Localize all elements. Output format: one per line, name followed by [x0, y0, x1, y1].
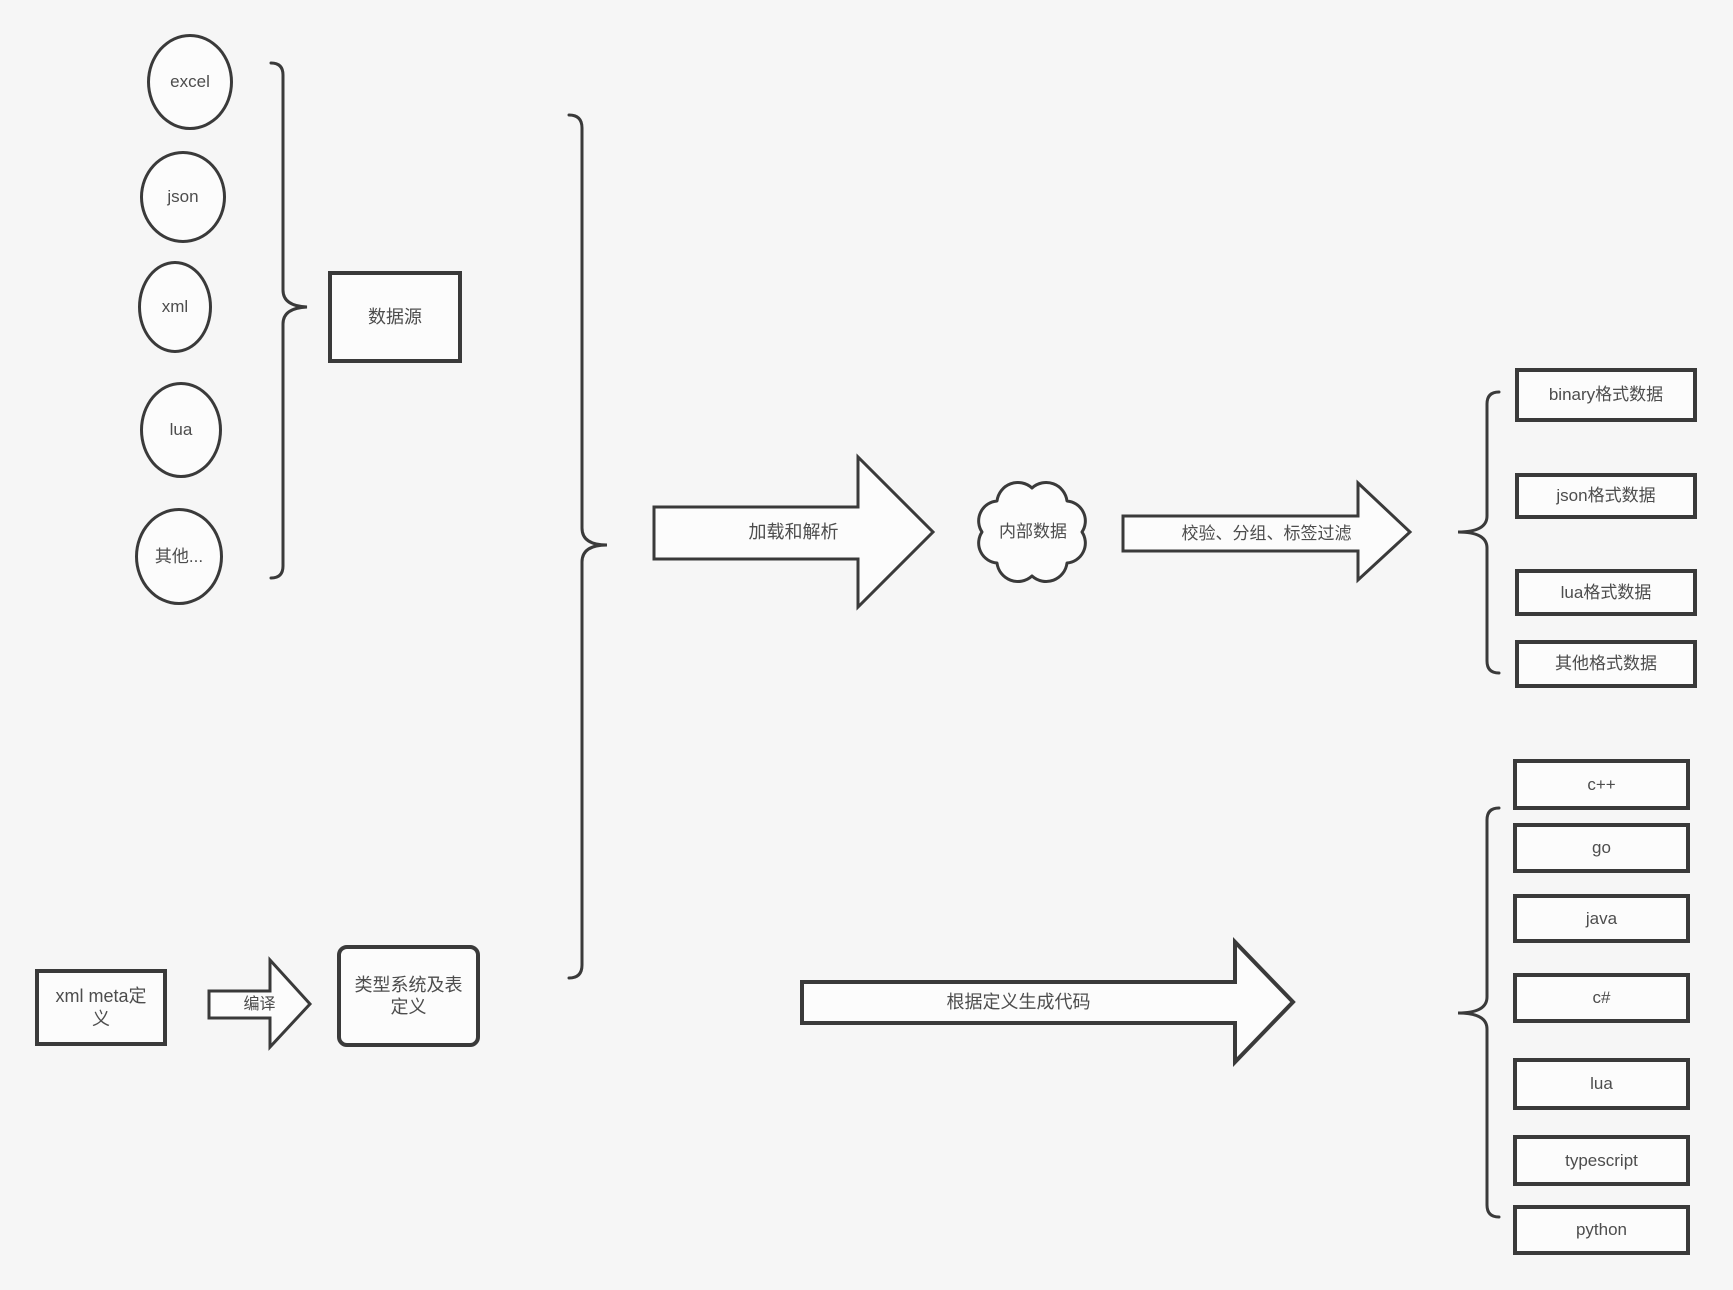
language-box-cpp: c++ [1513, 759, 1690, 810]
brace-inputs-merge [567, 113, 608, 980]
brace-format-outputs [1457, 390, 1501, 675]
arrow-compile [207, 956, 313, 1051]
xml-meta-definition-label: xml meta定义 [55, 986, 147, 1029]
language-box-python: python [1513, 1205, 1690, 1255]
data-source-group-label: 数据源 [368, 306, 422, 327]
format-output-box-lua: lua格式数据 [1515, 569, 1697, 616]
format-output-label: json格式数据 [1556, 486, 1656, 506]
data-source-group-box: 数据源 [328, 271, 462, 363]
source-node-excel: excel [147, 34, 233, 130]
format-output-box-json: json格式数据 [1515, 473, 1697, 519]
language-box-go: go [1513, 823, 1690, 873]
arrow-load-parse [652, 453, 936, 611]
source-label: excel [170, 72, 210, 92]
source-node-json: json [140, 151, 226, 243]
language-box-lua: lua [1513, 1058, 1690, 1110]
language-label: c++ [1587, 774, 1616, 794]
language-label: typescript [1565, 1150, 1638, 1170]
language-label: java [1585, 908, 1618, 928]
format-output-box-binary: binary格式数据 [1515, 368, 1697, 422]
language-box-csharp: c# [1513, 973, 1690, 1023]
format-output-box-other: 其他格式数据 [1515, 640, 1697, 688]
xml-meta-definition-box: xml meta定义 [35, 969, 167, 1046]
format-output-label: 其他格式数据 [1555, 654, 1657, 674]
type-system-box: 类型系统及表定义 [337, 945, 480, 1047]
type-system-label: 类型系统及表定义 [354, 974, 463, 1018]
language-label: python [1575, 1220, 1628, 1240]
source-node-other: 其他... [135, 508, 223, 605]
cloud-internal-data [977, 481, 1087, 583]
source-label: json [167, 187, 199, 207]
language-box-typescript: typescript [1513, 1135, 1690, 1186]
format-output-label: binary格式数据 [1548, 385, 1664, 405]
source-node-lua: lua [140, 382, 222, 478]
language-label: c# [1592, 988, 1611, 1008]
source-label: lua [169, 420, 193, 440]
source-label: xml [161, 297, 189, 317]
format-output-label: lua格式数据 [1560, 582, 1652, 602]
source-node-xml: xml [138, 261, 212, 353]
language-label: go [1592, 838, 1611, 858]
arrow-generate-code [800, 937, 1296, 1067]
language-box-java: java [1513, 894, 1690, 943]
language-label: lua [1590, 1074, 1613, 1094]
source-label: 其他... [154, 546, 204, 566]
brace-sources [269, 61, 308, 580]
brace-languages [1457, 806, 1501, 1219]
arrow-validate-filter [1121, 479, 1413, 584]
